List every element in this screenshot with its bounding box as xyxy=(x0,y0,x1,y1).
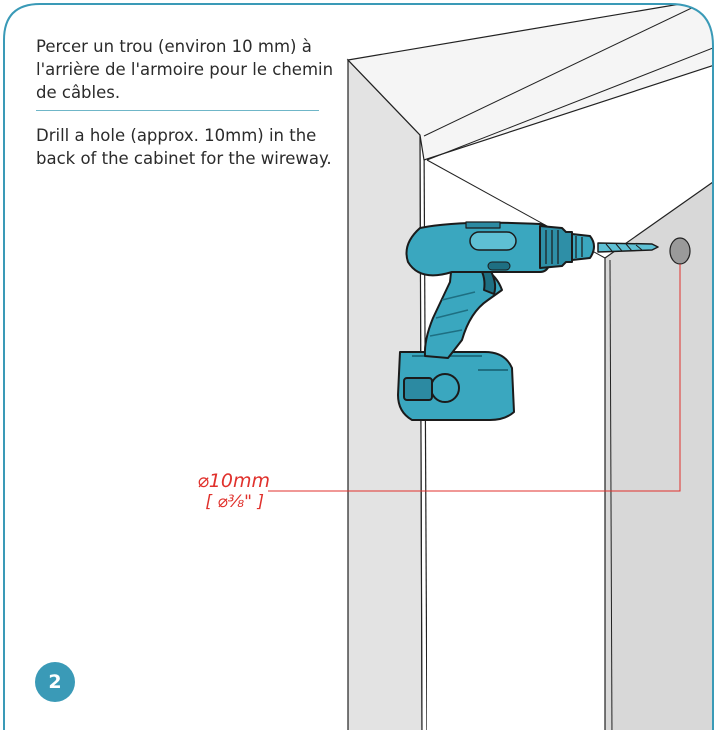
cabinet-top-panel xyxy=(346,4,713,161)
drill-hole xyxy=(669,237,691,265)
card-frame xyxy=(3,3,714,730)
dimension-line xyxy=(268,264,681,492)
cabinet-right-panel xyxy=(604,180,713,730)
drill-icon xyxy=(397,221,659,421)
cabinet-front-edge xyxy=(423,135,428,730)
dimension-label-metric: ⌀10mm xyxy=(197,470,270,492)
text-divider xyxy=(36,110,319,111)
instruction-text-fr: Percer un trou (environ 10 mm) à l'arriè… xyxy=(36,37,334,102)
instruction-text-en: Drill a hole (approx. 10mm) in the back … xyxy=(36,126,332,168)
dimension-label-imperial: [ ⌀⅜" ] xyxy=(205,492,264,512)
step-number-badge: 2 xyxy=(35,662,75,702)
